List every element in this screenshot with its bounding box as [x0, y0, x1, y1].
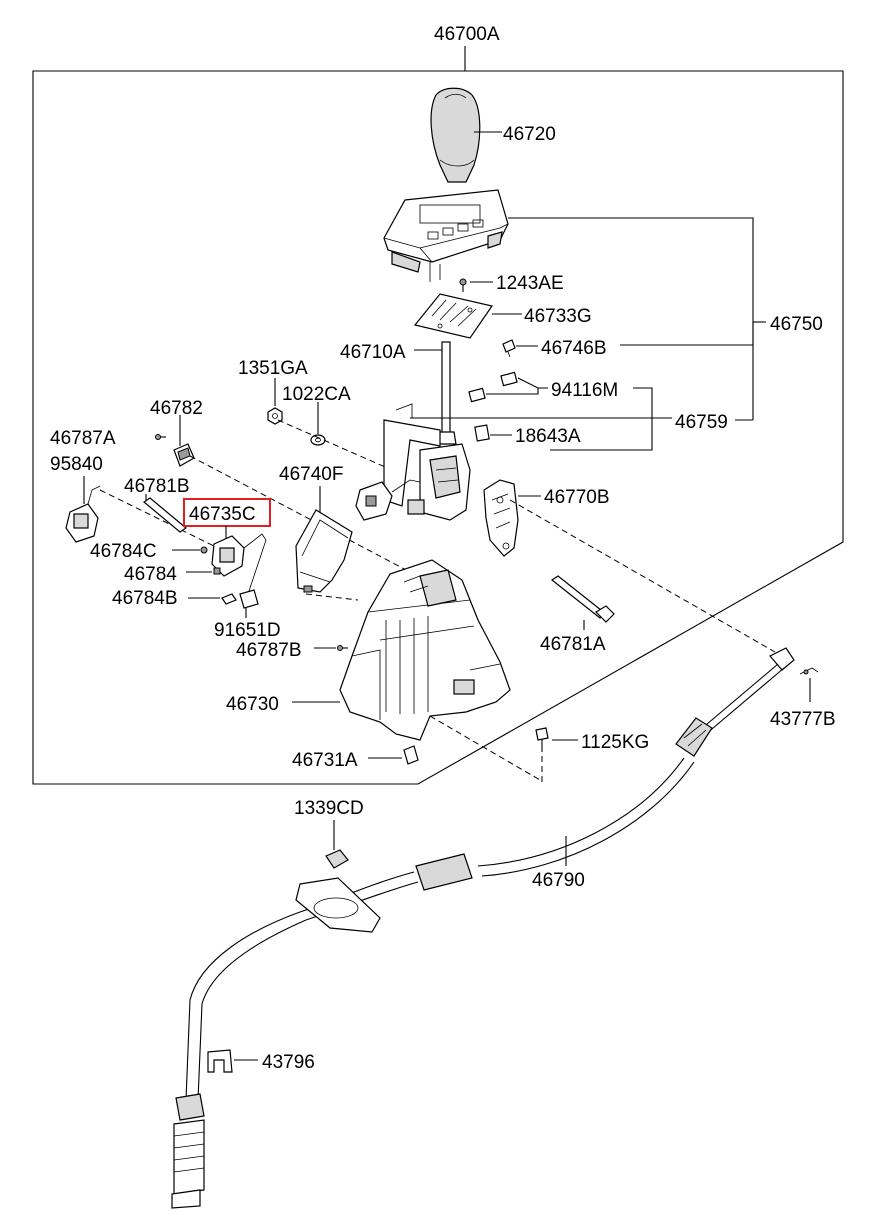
- label-94116M[interactable]: 94116M: [551, 380, 618, 401]
- bushing-46731A[interactable]: [403, 745, 419, 765]
- retainer-43796[interactable]: [207, 1049, 233, 1073]
- screw-46787B[interactable]: [337, 645, 349, 651]
- sensor-46782[interactable]: [173, 443, 195, 467]
- shift-knob[interactable]: [430, 87, 481, 183]
- label-46733G[interactable]: 46733G: [524, 306, 592, 327]
- label-95840[interactable]: 95840: [50, 454, 103, 475]
- label-43777B[interactable]: 43777B: [770, 709, 836, 730]
- dash-detent-to-cable: [509, 499, 776, 653]
- cover-46740F[interactable]: [295, 509, 353, 593]
- sensor-95840[interactable]: [65, 485, 101, 543]
- solenoid-46735C[interactable]: [211, 533, 267, 609]
- leader-94116M-bus: [550, 387, 653, 451]
- clip-46746B[interactable]: [502, 339, 516, 358]
- shift-lever[interactable]: [437, 341, 457, 445]
- bolt-1125KG[interactable]: [535, 727, 549, 752]
- leader-94116M: [486, 377, 548, 395]
- rod-46781B[interactable]: [142, 497, 188, 533]
- clip-1339CD[interactable]: [325, 849, 349, 869]
- dash-cover: [305, 593, 359, 601]
- highlight-46735C: [183, 498, 271, 527]
- label-46710A[interactable]: 46710A: [340, 342, 406, 363]
- label-46759[interactable]: 46759: [675, 412, 728, 433]
- lever-mechanism[interactable]: [355, 403, 471, 521]
- label-91651D[interactable]: 91651D: [214, 620, 281, 641]
- label-43796[interactable]: 43796: [262, 1052, 315, 1073]
- dash-sensor-to-housing: [189, 455, 411, 573]
- label-46781A[interactable]: 46781A: [540, 634, 606, 655]
- slide-plate[interactable]: [413, 293, 493, 339]
- label-1351GA[interactable]: 1351GA: [238, 358, 308, 379]
- screw-46787A[interactable]: [155, 434, 167, 440]
- detent-spring-46770B[interactable]: [483, 479, 519, 557]
- label-46770B[interactable]: 46770B: [544, 487, 610, 508]
- label-1125KG[interactable]: 1125KG: [581, 732, 649, 753]
- dash-95840: [99, 489, 219, 549]
- bushing-18643A[interactable]: [474, 424, 490, 442]
- bolt-1243AE[interactable]: [459, 278, 467, 292]
- label-18643A[interactable]: 18643A: [515, 426, 581, 447]
- label-46731A[interactable]: 46731A: [292, 750, 358, 771]
- label-1339CD[interactable]: 1339CD: [294, 798, 364, 819]
- label-46787B[interactable]: 46787B: [236, 640, 302, 661]
- label-46784B[interactable]: 46784B: [112, 588, 178, 609]
- dash-nut-to-lever: [277, 419, 393, 471]
- pin-46781A[interactable]: [550, 575, 615, 623]
- label-46790[interactable]: 46790: [532, 870, 585, 891]
- label-46787A[interactable]: 46787A: [50, 428, 116, 449]
- nut-1351GA[interactable]: [267, 407, 283, 425]
- clip-43777B[interactable]: [799, 667, 819, 675]
- bracket-46784[interactable]: [213, 567, 221, 575]
- label-46735C[interactable]: 46735C: [189, 504, 256, 525]
- label-1243AE[interactable]: 1243AE: [496, 273, 564, 294]
- dash-housing-bolt: [429, 715, 541, 781]
- leader-46750: [508, 217, 754, 346]
- label-1022CA[interactable]: 1022CA: [282, 384, 351, 405]
- label-46750[interactable]: 46750: [770, 314, 823, 335]
- label-46784[interactable]: 46784: [124, 564, 177, 585]
- assembly-outline: [32, 70, 844, 785]
- label-46781B[interactable]: 46781B: [124, 476, 190, 497]
- housing-46730[interactable]: [339, 559, 511, 741]
- shift-indicator[interactable]: [383, 189, 509, 282]
- label-46720[interactable]: 46720: [503, 124, 556, 145]
- label-46700A[interactable]: 46700A: [434, 24, 500, 45]
- washer-1022CA[interactable]: [310, 434, 326, 446]
- bushing-94116M[interactable]: [468, 371, 518, 403]
- label-46782[interactable]: 46782: [150, 398, 203, 419]
- label-46746B[interactable]: 46746B: [541, 338, 607, 359]
- pin-46784B[interactable]: [221, 593, 237, 605]
- label-46740F[interactable]: 46740F: [279, 464, 343, 485]
- clip-46784C[interactable]: [200, 546, 208, 554]
- shift-cable-46790[interactable]: [171, 647, 795, 1209]
- label-46730[interactable]: 46730: [226, 694, 279, 715]
- label-46784C[interactable]: 46784C: [90, 541, 157, 562]
